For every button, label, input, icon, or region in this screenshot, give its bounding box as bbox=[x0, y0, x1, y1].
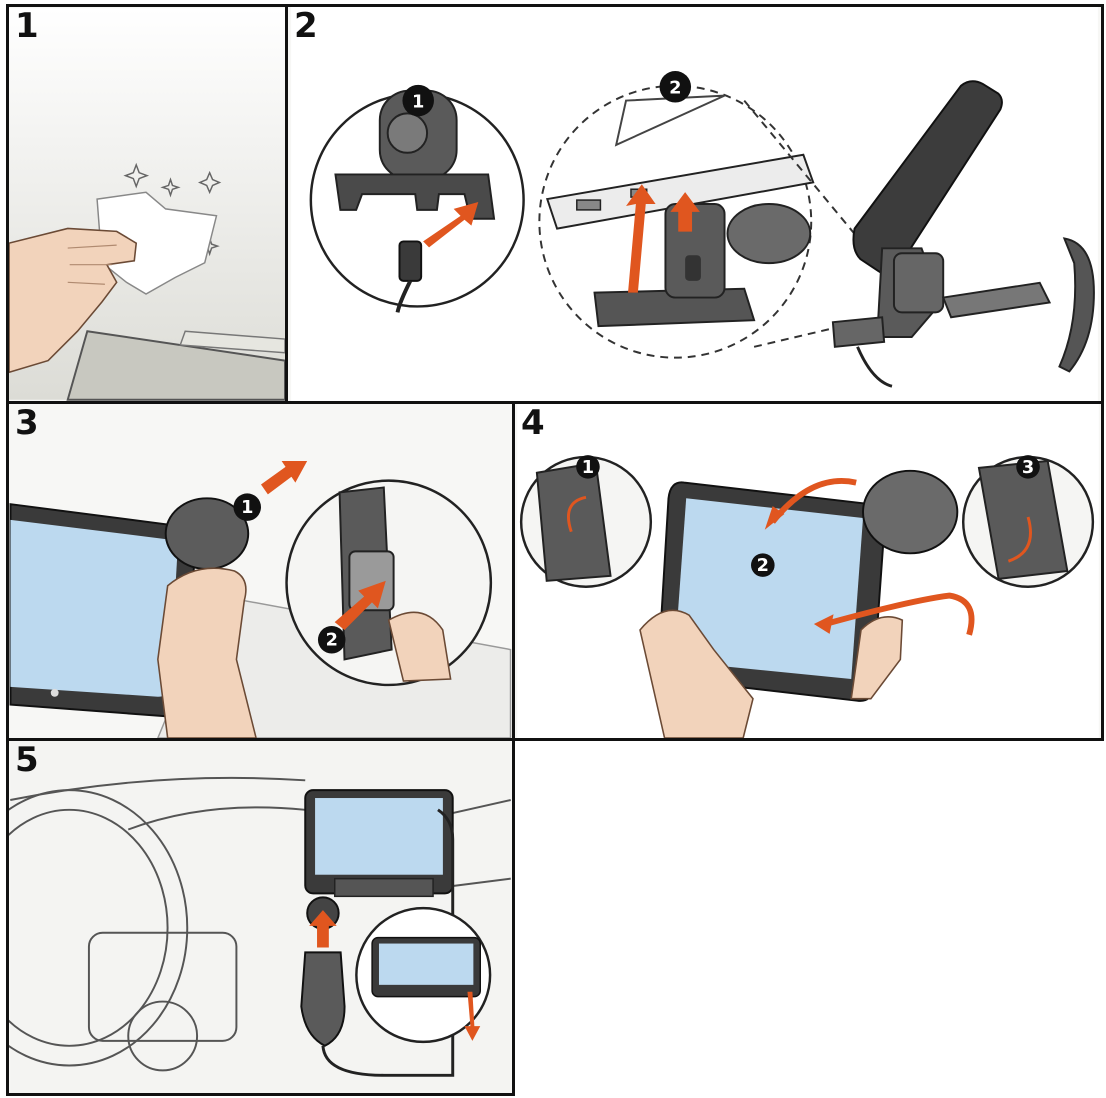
gps-device bbox=[305, 790, 452, 896]
badge-2-1: 1 bbox=[412, 92, 424, 112]
step-1-illustration bbox=[9, 7, 285, 401]
step-4-panel: 4 1 2 3 bbox=[512, 401, 1104, 741]
badge-3-2: 2 bbox=[326, 631, 338, 651]
step-5-panel: 5 bbox=[6, 738, 515, 1096]
step-4-illustration: 1 2 3 bbox=[515, 404, 1101, 738]
step-2-panel: 2 1 2 bbox=[285, 4, 1104, 404]
badge-2-2: 2 bbox=[669, 79, 681, 99]
step-1-panel: 1 bbox=[6, 4, 288, 404]
step-1-number: 1 bbox=[15, 9, 39, 43]
step-2-number: 2 bbox=[294, 9, 318, 43]
step-3-number: 3 bbox=[15, 406, 39, 440]
step-3-panel: 3 1 2 bbox=[6, 401, 515, 741]
badge-4-2: 2 bbox=[757, 556, 769, 576]
badge-3-1: 1 bbox=[241, 498, 253, 518]
badge-4-3: 3 bbox=[1022, 458, 1034, 478]
step-5-illustration bbox=[9, 741, 512, 1093]
step-4-number: 4 bbox=[521, 406, 545, 440]
badge-4-1: 1 bbox=[582, 458, 594, 478]
step-2-illustration: 1 2 bbox=[288, 7, 1101, 401]
suction-cup bbox=[863, 471, 957, 554]
step-5-number: 5 bbox=[15, 743, 39, 777]
step-3-illustration: 1 2 bbox=[9, 404, 512, 738]
